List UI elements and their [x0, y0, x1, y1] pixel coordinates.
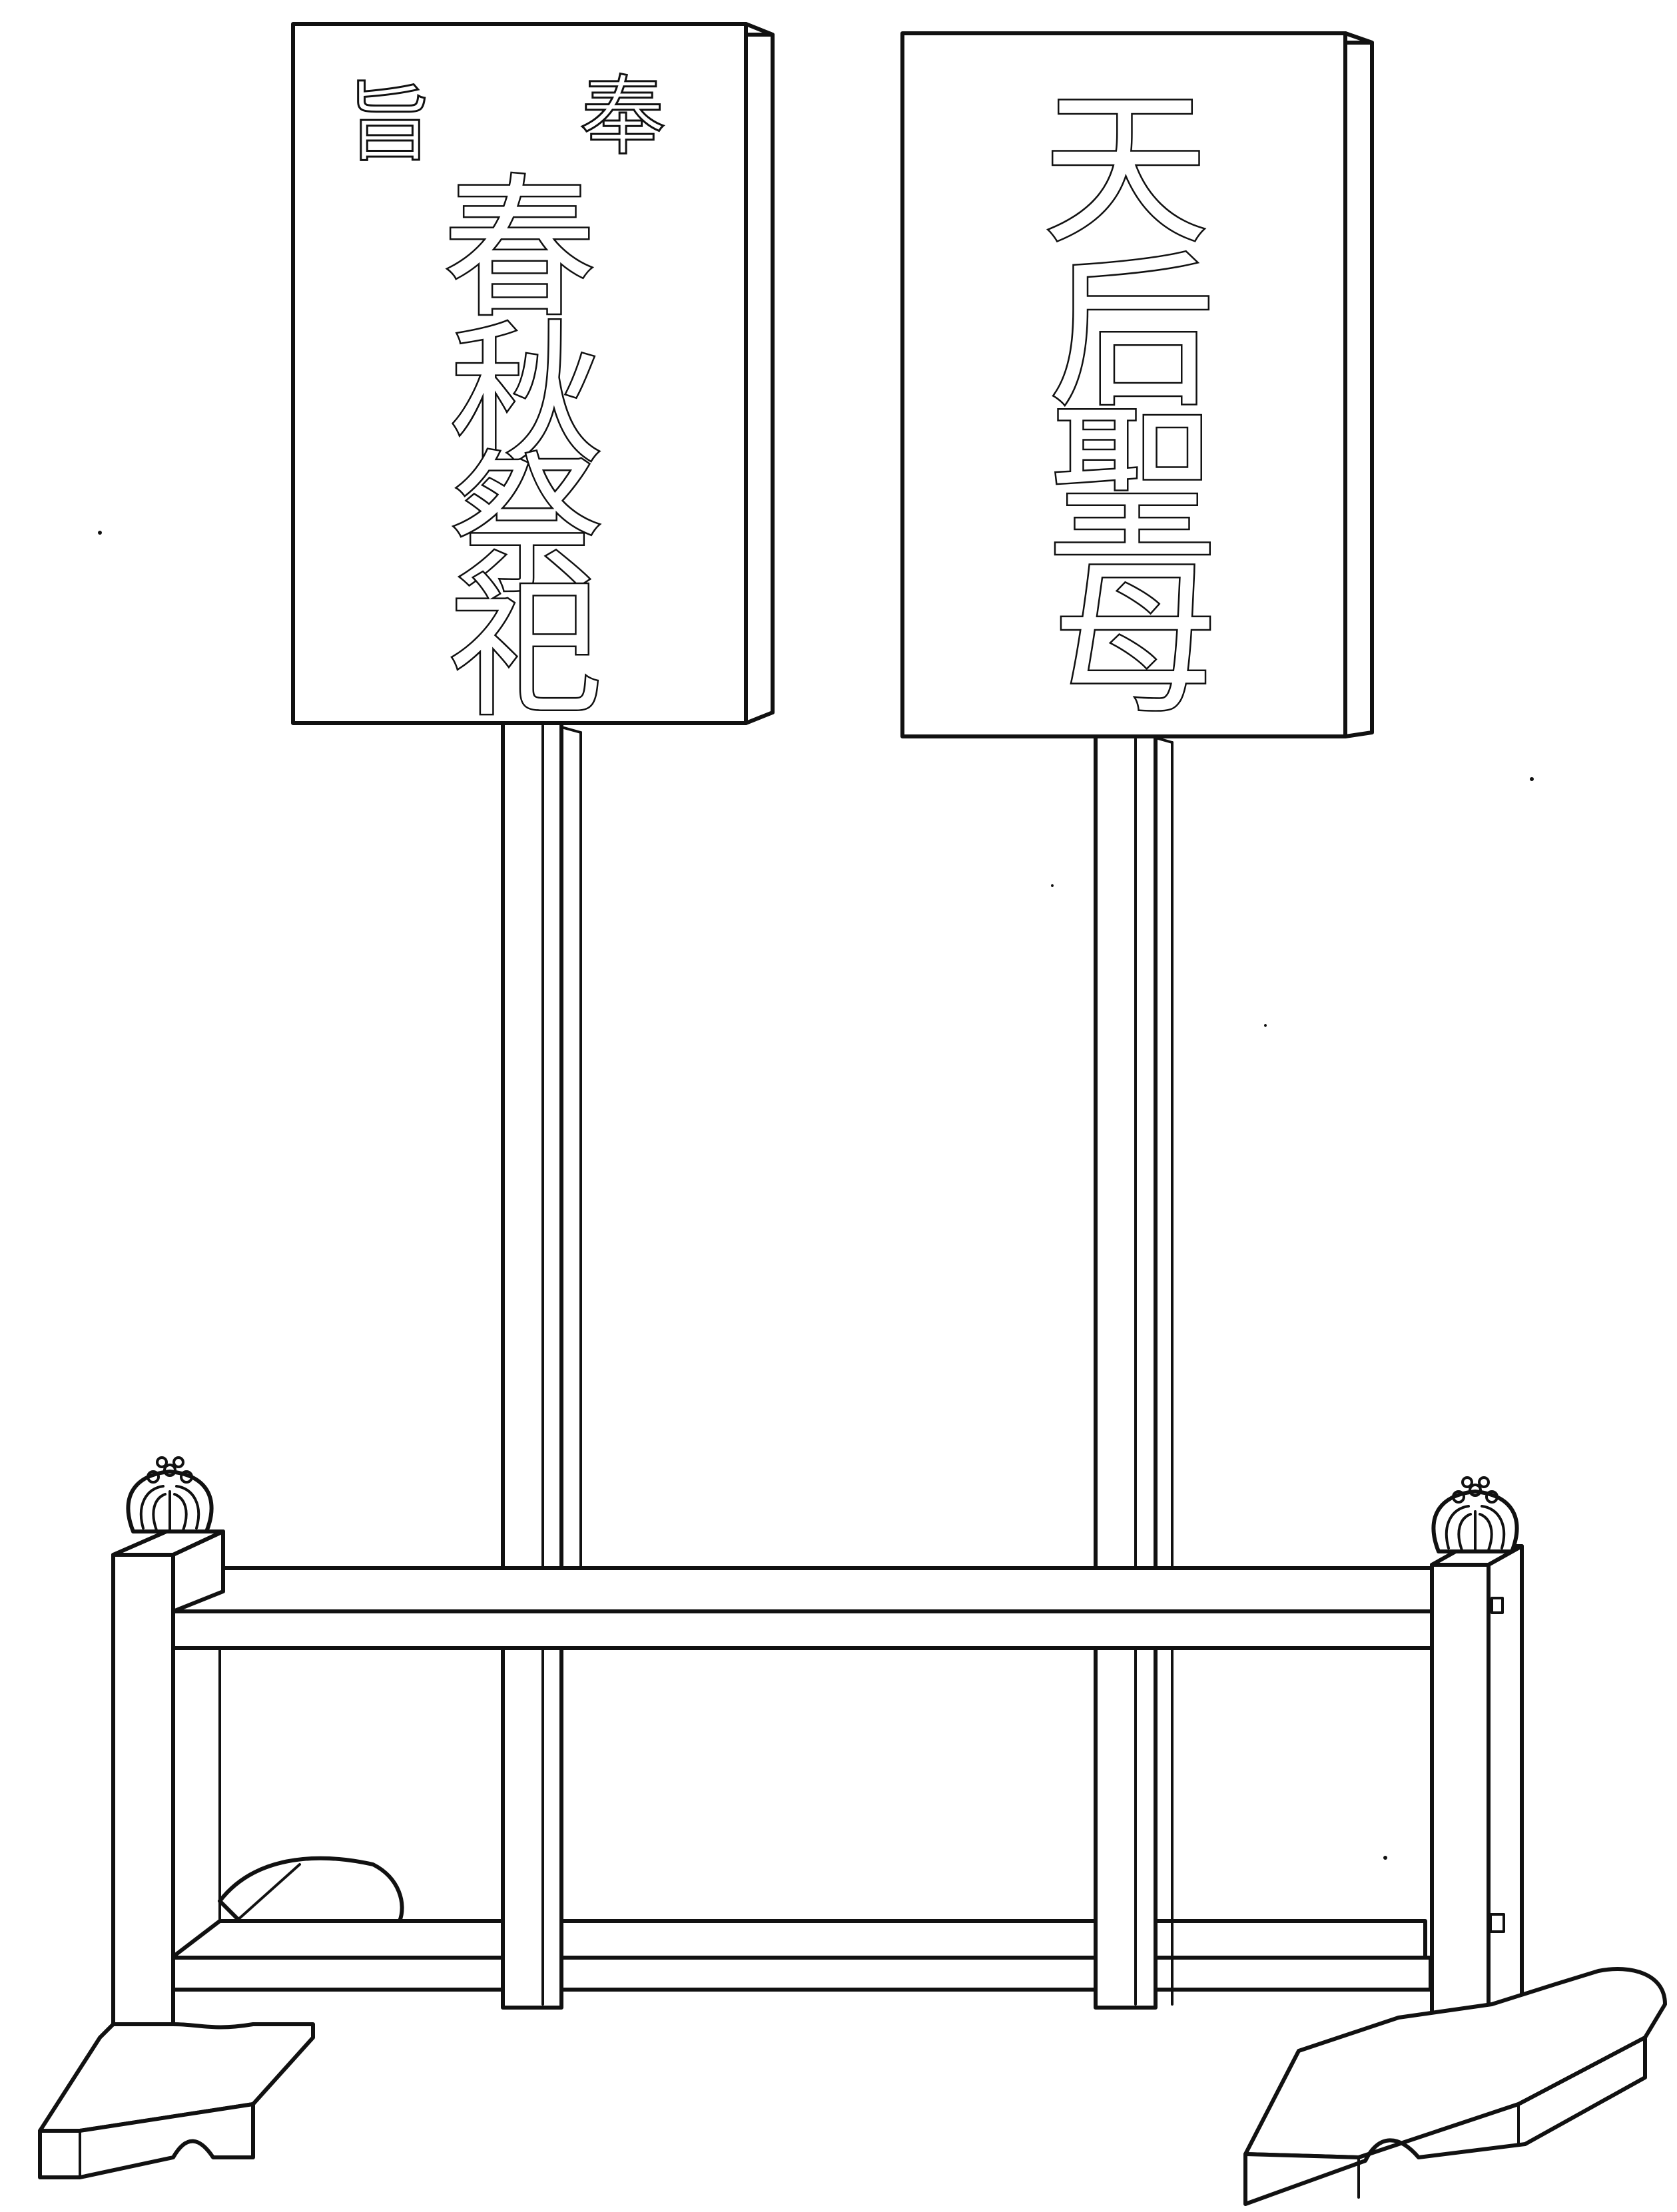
left-sign-char-1: 春 [443, 161, 596, 339]
right-sign-char-3: 聖 [1049, 390, 1215, 583]
right-sign-char-4: 母 [1052, 543, 1219, 736]
left-pole [501, 721, 582, 1604]
right-foot [1243, 1967, 1667, 2206]
stand-frame [111, 1529, 1524, 2026]
left-sign-char-4: 祀 [450, 561, 603, 738]
left-sign-board: 旨 奉 春 秋 祭 祀 [291, 22, 775, 740]
right-sign-char-2: 后 [1049, 236, 1215, 430]
right-lotus-finial [1431, 1476, 1519, 1553]
left-sign-small-char-2: 奉 [579, 66, 666, 167]
left-sign-char-2: 秋 [450, 308, 603, 485]
right-sign-board: 天 后 聖 母 [900, 31, 1374, 738]
left-sign-char-3: 祭 [450, 437, 603, 615]
ink-speckles [98, 531, 1534, 1860]
left-sign-small-char-1: 旨 [346, 73, 433, 174]
right-pole [1094, 734, 1174, 1597]
right-sign-char-1: 天 [1042, 73, 1209, 267]
left-lotus-finial [126, 1456, 214, 1533]
left-foot [38, 1856, 404, 2179]
